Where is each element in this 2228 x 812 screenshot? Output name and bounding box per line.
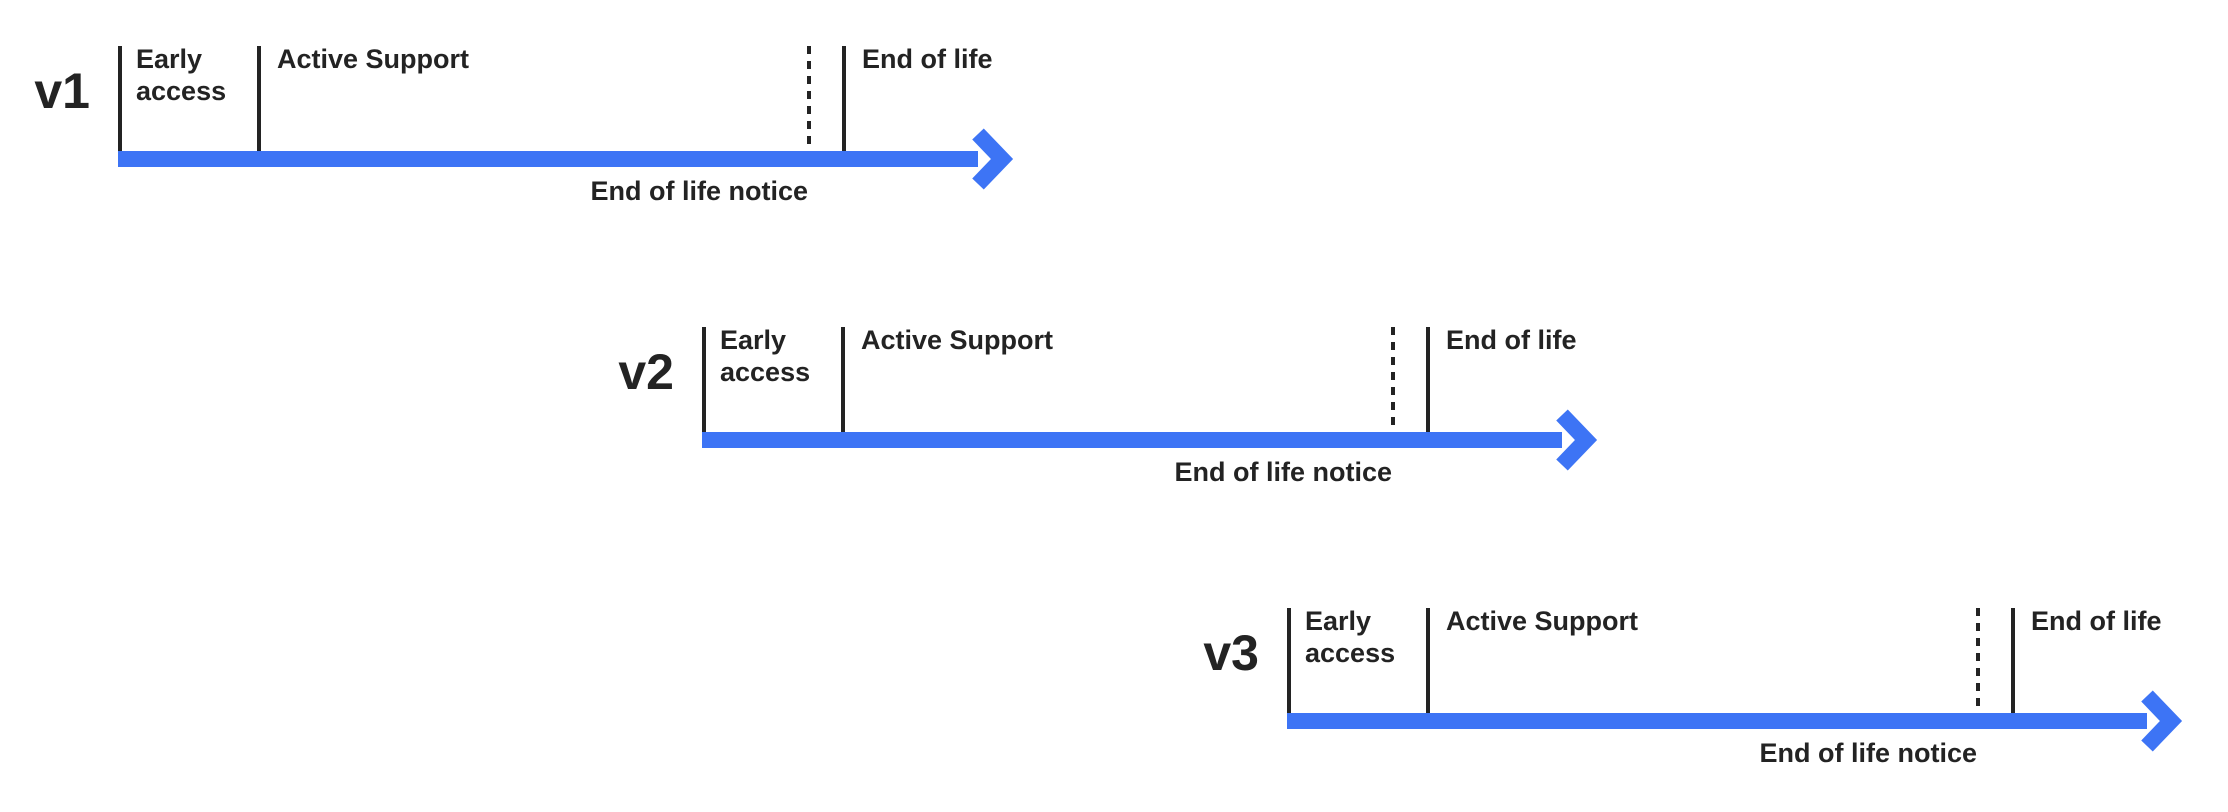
active-support-start-tick: [1426, 608, 1430, 713]
end-of-life-label: End of life: [1446, 325, 1577, 355]
end-of-life-notice-label: End of life notice: [1174, 457, 1392, 487]
early-access-start-tick: [118, 46, 122, 151]
arrow-right-icon: [1556, 409, 1598, 471]
active-support-label: Active Support: [861, 325, 1054, 355]
end-of-life-tick: [2011, 608, 2015, 713]
version-label: v2: [618, 344, 674, 400]
end-of-life-notice-dashed-line: [807, 46, 811, 151]
version-label: v3: [1203, 625, 1259, 681]
active-support-label: Active Support: [277, 44, 470, 74]
active-support-label: Active Support: [1446, 606, 1639, 636]
end-of-life-notice-label: End of life notice: [1759, 738, 1977, 768]
end-of-life-notice-dashed-line: [1391, 327, 1395, 432]
end-of-life-tick: [1426, 327, 1430, 432]
active-support-start-tick: [257, 46, 261, 151]
timeline-arrow-bar: [702, 432, 1562, 448]
early-access-label: Early access: [1305, 606, 1396, 668]
arrow-right-icon: [2141, 690, 2183, 752]
early-access-label: Early access: [720, 325, 811, 387]
timeline-arrow-bar: [118, 151, 978, 167]
end-of-life-tick: [842, 46, 846, 151]
arrow-right-icon: [972, 128, 1014, 190]
early-access-label: Early access: [136, 44, 227, 106]
active-support-start-tick: [841, 327, 845, 432]
early-access-start-tick: [702, 327, 706, 432]
early-access-start-tick: [1287, 608, 1291, 713]
version-label: v1: [34, 63, 90, 119]
end-of-life-notice-label: End of life notice: [590, 176, 808, 206]
end-of-life-label: End of life: [862, 44, 993, 74]
end-of-life-notice-dashed-line: [1976, 608, 1980, 713]
end-of-life-label: End of life: [2031, 606, 2162, 636]
timeline-arrow-bar: [1287, 713, 2147, 729]
